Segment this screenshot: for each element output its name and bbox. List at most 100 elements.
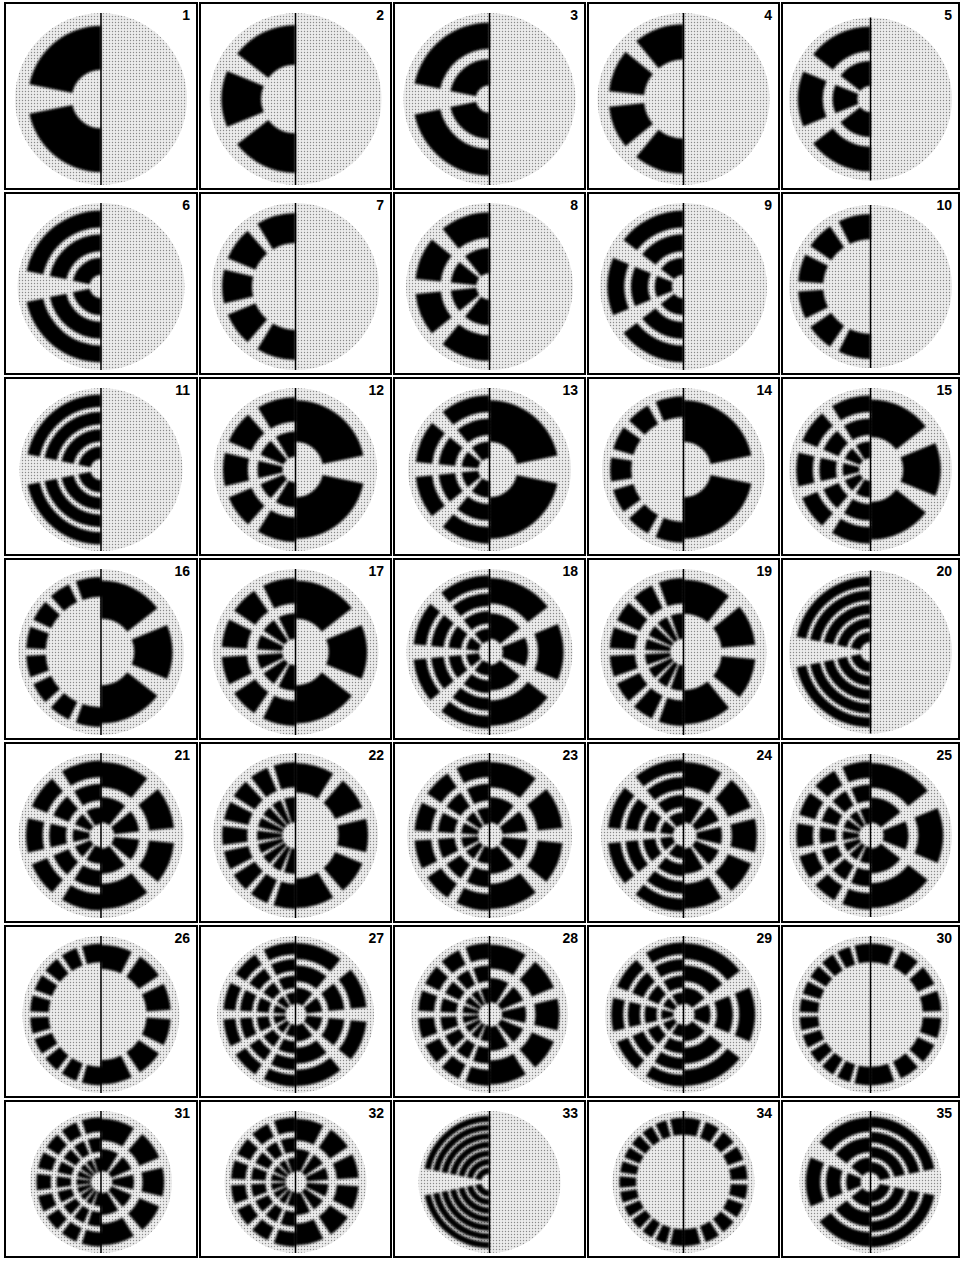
panel-number: 23 (561, 747, 579, 763)
mode-panel: 24 (587, 742, 780, 923)
antinode-lobe (920, 991, 942, 1012)
antinode-group (26, 760, 174, 910)
antinode-lobe (636, 885, 684, 912)
center-line (683, 203, 685, 370)
antinode-lobe (854, 1065, 870, 1085)
antinode-lobe (32, 779, 63, 813)
antinode-lobe (223, 453, 249, 486)
antinode-lobe (909, 967, 934, 992)
antinode-lobe (101, 581, 157, 632)
mode-panel-figure (404, 13, 576, 185)
antinode-lobe (111, 811, 139, 834)
antinode-lobe (844, 499, 871, 521)
panel-number: 10 (935, 197, 953, 213)
mode-panel-figure (601, 569, 767, 735)
antinode-lobe (296, 475, 364, 539)
stippled-disc (225, 1111, 367, 1253)
antinode-lobe (860, 807, 871, 824)
antinode-lobe (415, 802, 438, 831)
antinode-lobe (82, 1065, 101, 1086)
antinode-lobe (490, 660, 521, 691)
stippled-disc (18, 569, 184, 735)
stippled-disc (419, 1111, 561, 1253)
mode-panel: 12 (199, 377, 392, 556)
antinode-lobe (418, 1017, 437, 1038)
antinode-lobe (803, 1030, 825, 1048)
antinode-group (425, 1116, 490, 1248)
stippled-disc (213, 569, 379, 735)
mode-panel-figure (605, 936, 762, 1093)
antinode-lobe (490, 1054, 526, 1085)
antinode-lobe (844, 839, 862, 852)
antinode-lobe (462, 471, 481, 488)
mode-panel: 11 (4, 377, 198, 556)
antinode-lobe (669, 812, 684, 827)
antinode-lobe (281, 1137, 296, 1153)
antinode-lobe (534, 624, 563, 680)
antinode-lobe (655, 959, 684, 977)
mode-panel-figure (212, 203, 379, 370)
antinode-group (607, 210, 683, 362)
mode-panel-figure (419, 1111, 561, 1253)
antinode-lobe (236, 955, 262, 981)
antinode-lobe (101, 1192, 118, 1215)
mode-panel: 33 (393, 1100, 586, 1258)
antinode-lobe (433, 1192, 489, 1239)
antinode-lobe (38, 1152, 57, 1171)
center-line (683, 936, 685, 1093)
antinode-lobe (252, 1124, 274, 1145)
antinode-lobe (29, 26, 101, 93)
antinode-lobe (456, 888, 489, 911)
antinode-lobe (138, 789, 174, 830)
antinode-lobe (623, 210, 683, 250)
panel-number: 6 (181, 197, 191, 213)
mode-panel-figure (213, 569, 379, 735)
antinode-lobe (296, 1192, 311, 1215)
center-line (870, 18, 872, 181)
antinode-lobe (62, 1058, 83, 1081)
mode-panel-figure (18, 569, 184, 735)
antinode-lobe (648, 985, 666, 1004)
center-line (870, 388, 872, 551)
antinode-lobe (815, 874, 842, 900)
antinode-lobe (101, 1055, 132, 1084)
antinode-lobe (88, 1137, 101, 1153)
panel-number: 35 (935, 1105, 953, 1121)
antinode-lobe (58, 1189, 75, 1203)
antinode-lobe (415, 22, 490, 88)
stippled-disc (789, 205, 952, 368)
center-line (295, 388, 297, 551)
antinode-lobe (32, 858, 63, 892)
antinode-lobe (296, 943, 341, 971)
antinode-lobe (490, 873, 536, 909)
antinode-lobe (445, 1029, 465, 1048)
antinode-lobe (53, 849, 78, 875)
center-line (489, 569, 491, 735)
antinode-lobe (684, 682, 730, 725)
antinode-lobe (414, 658, 441, 700)
antinode-lobe (608, 788, 634, 829)
antinode-lobe (893, 1053, 918, 1078)
antinode-group (414, 576, 564, 729)
antinode-lobe (796, 823, 813, 848)
center-line (870, 936, 872, 1093)
antinode-group (415, 760, 563, 910)
antinode-lobe (819, 1213, 870, 1247)
antinode-lobe (222, 270, 253, 304)
mode-panel: 26 (4, 925, 198, 1098)
antinode-lobe (73, 829, 90, 842)
antinode-lobe (631, 267, 651, 307)
antinode-lobe (266, 1142, 283, 1160)
antinode-lobe (684, 1228, 701, 1247)
stippled-disc (407, 753, 572, 918)
antinode-lobe (263, 1029, 280, 1046)
antinode-lobe (723, 1146, 744, 1165)
antinode-lobe (465, 248, 490, 277)
antinode-lobe (237, 1139, 258, 1161)
antinode-lobe (62, 1122, 82, 1142)
antinode-lobe (684, 1048, 740, 1085)
antinode-lobe (296, 1219, 324, 1245)
antinode-lobe (833, 85, 859, 114)
antinode-lobe (810, 226, 844, 260)
